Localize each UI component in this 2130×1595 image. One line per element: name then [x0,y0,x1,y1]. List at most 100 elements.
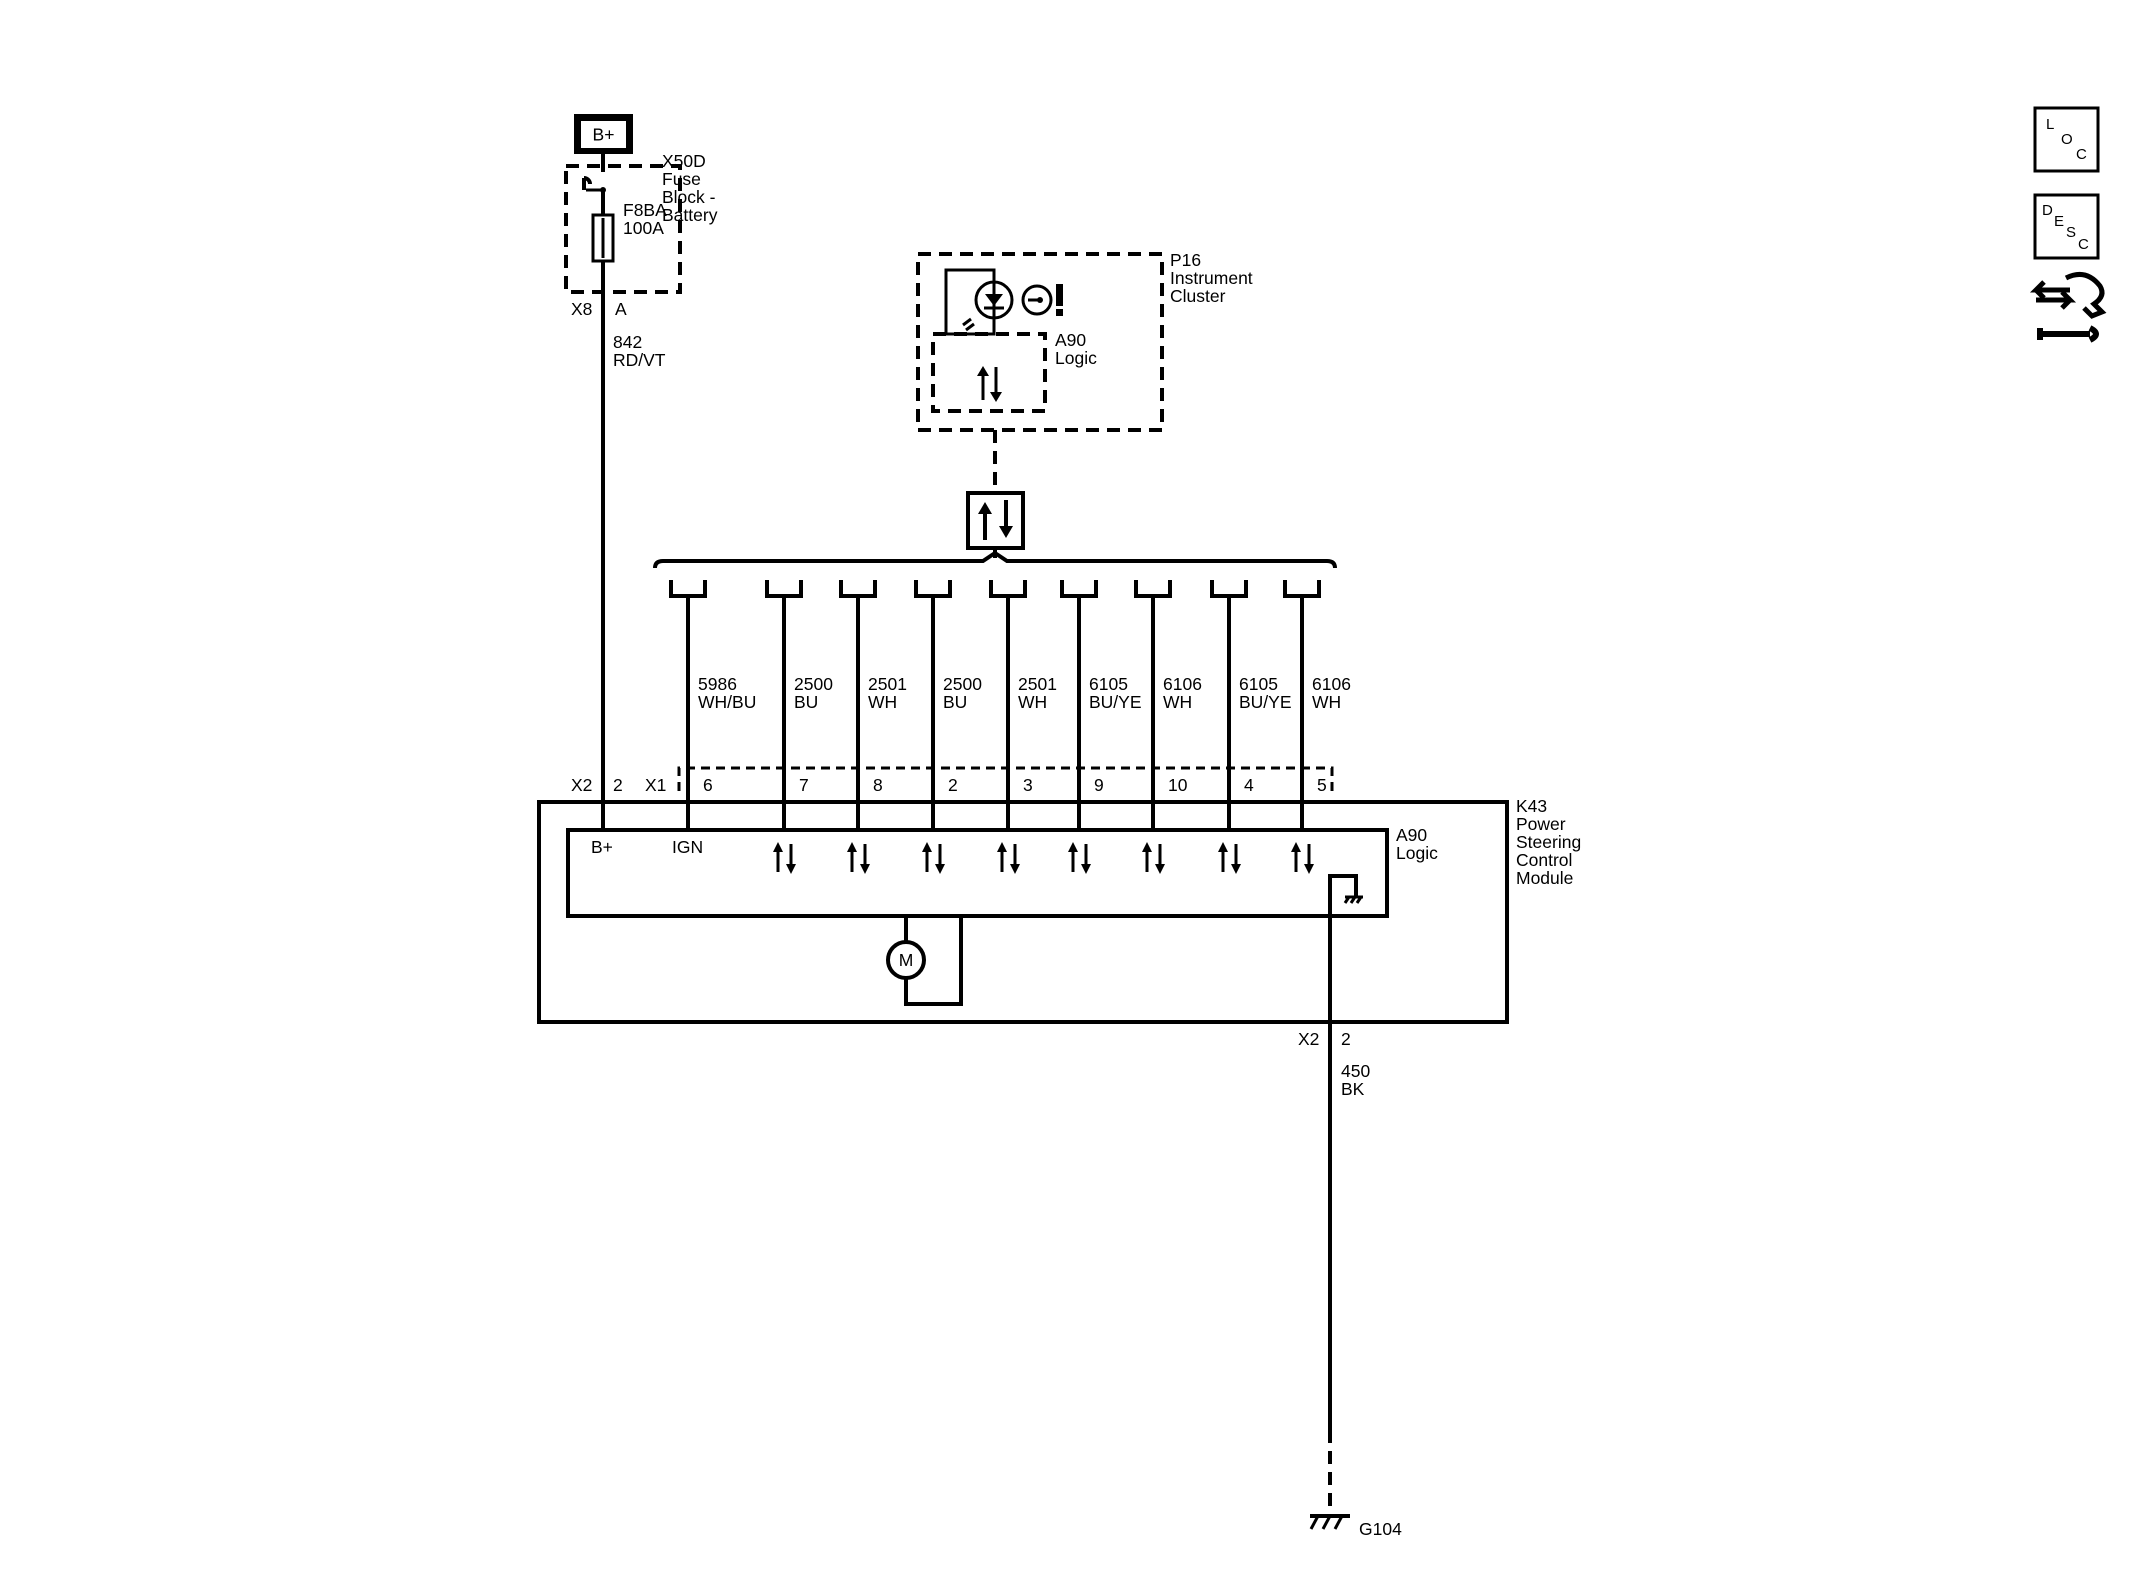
wire-pin: 4 [1244,775,1254,795]
ground-connector: X2 [1298,1029,1319,1049]
fuse-block-name-1: X50D [662,151,706,171]
wire-color: WH/BU [698,692,756,712]
wire-pin: 3 [1023,775,1033,795]
data-bidirectional-icon [1291,842,1314,874]
wire-color: WH [868,692,897,712]
fuse-block-name-2: Fuse [662,169,701,189]
loc-letter-3: C [2076,146,2087,163]
loc-letter-2: O [2061,131,2073,148]
gauge-icon [1021,284,1053,316]
module-name-2: Power [1516,814,1566,834]
cluster-logic-2: Logic [1055,348,1097,368]
connector-receptacle [914,580,952,598]
connector-receptacle [1134,580,1172,598]
loc-letter-1: L [2046,116,2054,133]
fuse-rating: 100A [623,218,664,238]
cluster-name-3: Cluster [1170,286,1226,306]
data-bidirectional-icon [847,842,870,874]
desc-letter-2: E [2054,213,2064,230]
fuse-block-name-3: Block - [662,187,716,207]
fuse-block-name-4: Battery [662,205,718,225]
connector-receptacle [765,580,803,598]
indicator-lamp-icon [974,280,1014,320]
cluster-logic-1: A90 [1055,330,1086,350]
ground-label: G104 [1359,1519,1402,1539]
serial-data-bus-icon [966,491,1025,550]
feed-wire-color: RD/VT [613,350,666,370]
connector-receptacle [669,580,707,598]
data-lines: 5986WH/BU62500BU72501WH82500BU22501WH361… [669,580,1351,874]
wire-color: BU/YE [1239,692,1292,712]
fuse-connector: X8 [571,299,592,319]
wire-color: WH [1163,692,1192,712]
module-ign-label: IGN [672,837,703,857]
wire-color: WH [1018,692,1047,712]
wire-circuit: 6105 [1239,674,1278,694]
wire-color: BU [794,692,818,712]
connector-receptacle [989,580,1027,598]
data-bidirectional-icon [997,842,1020,874]
power-steering-module: X2 2 X1 B+ IGN A90 Logic K43 Power Steer… [537,766,1581,1024]
data-bidirectional-icon [922,842,945,874]
connector-receptacle [1060,580,1098,598]
wire-pin: 7 [799,775,809,795]
wire-pin: 6 [703,775,713,795]
wire-pin: 9 [1094,775,1104,795]
internal-ground-icon [1328,874,1363,916]
connector-receptacle [1283,580,1321,598]
connector-receptacle [1210,580,1248,598]
ground-wire-color: BK [1341,1079,1365,1099]
motor-label: M [899,950,914,970]
ground-pin: 2 [1341,1029,1351,1049]
wire-color: BU [943,692,967,712]
ground-g104-icon [1309,1514,1350,1530]
cluster-name-2: Instrument [1170,268,1253,288]
wire-pin: 2 [948,775,958,795]
module-logic-1: A90 [1396,825,1427,845]
wire-pin: 8 [873,775,883,795]
desc-button[interactable]: D E S C [2033,193,2100,260]
feed-wire-circuit: 842 [613,332,642,352]
wire-circuit: 2501 [1018,674,1057,694]
module-name-4: Control [1516,850,1572,870]
wire-circuit: 2500 [794,674,833,694]
module-bplus-label: B+ [591,837,613,857]
connector-repair-icon[interactable] [2029,271,2107,343]
fuse-pin: A [615,299,627,319]
wire-color: WH [1312,692,1341,712]
wire-color: BU/YE [1089,692,1142,712]
motor-symbol: M [886,916,963,1006]
data-bidirectional-icon [1068,842,1091,874]
fuse-name: F8BA [623,200,667,220]
connector-receptacle [839,580,877,598]
wire-circuit: 6106 [1163,674,1202,694]
battery-label: B+ [593,125,615,145]
module-x2-connector: X2 [571,775,592,795]
module-logic-2: Logic [1396,843,1438,863]
wire-pin: 5 [1317,775,1327,795]
wire-circuit: 6106 [1312,674,1351,694]
warning-icon [1056,284,1063,316]
desc-letter-1: D [2042,202,2053,219]
data-bidirectional-icon [1218,842,1241,874]
module-name-3: Steering [1516,832,1581,852]
wire-circuit: 5986 [698,674,737,694]
wire-circuit: 2500 [943,674,982,694]
wire-pin: 10 [1168,775,1188,795]
loc-button[interactable]: L O C [2033,106,2100,173]
wire-circuit: 6105 [1089,674,1128,694]
battery-symbol: B+ [574,114,633,154]
desc-letter-3: S [2066,224,2076,241]
fuse-block: X50D Fuse Block - Battery F8BA 100A X8 A [564,151,718,319]
data-bidirectional-icon [773,842,796,874]
module-x1-connector: X1 [645,775,666,795]
